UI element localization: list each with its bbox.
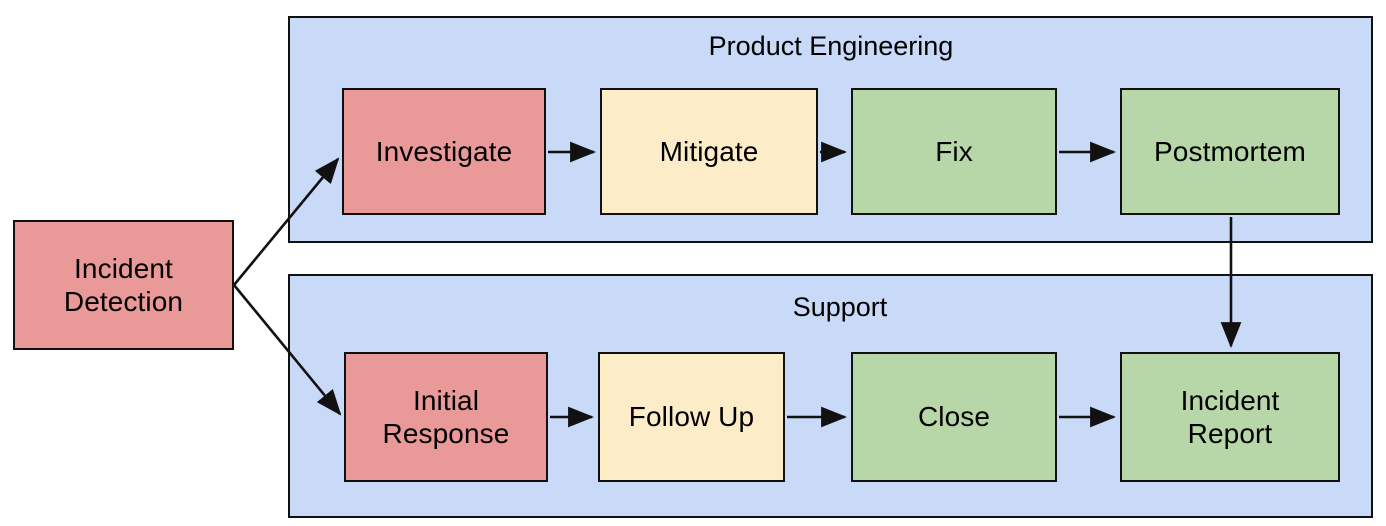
node-incident-report[interactable]: Incident Report [1120,352,1340,482]
edge-detection-to-investigate [232,157,340,286]
node-close[interactable]: Close [851,352,1057,482]
node-postmortem[interactable]: Postmortem [1120,88,1340,215]
swimlane-product-engineering-label: Product Engineering [708,31,954,61]
node-follow-up[interactable]: Follow Up [598,352,785,482]
node-investigate[interactable]: Investigate [342,88,546,215]
edge-detection-to-initial-response [232,284,342,416]
node-incident-detection[interactable]: Incident Detection [13,220,234,350]
node-fix[interactable]: Fix [851,88,1057,215]
swimlane-support-label: Support [792,292,888,322]
node-initial-response[interactable]: Initial Response [344,352,548,482]
node-mitigate[interactable]: Mitigate [600,88,818,215]
